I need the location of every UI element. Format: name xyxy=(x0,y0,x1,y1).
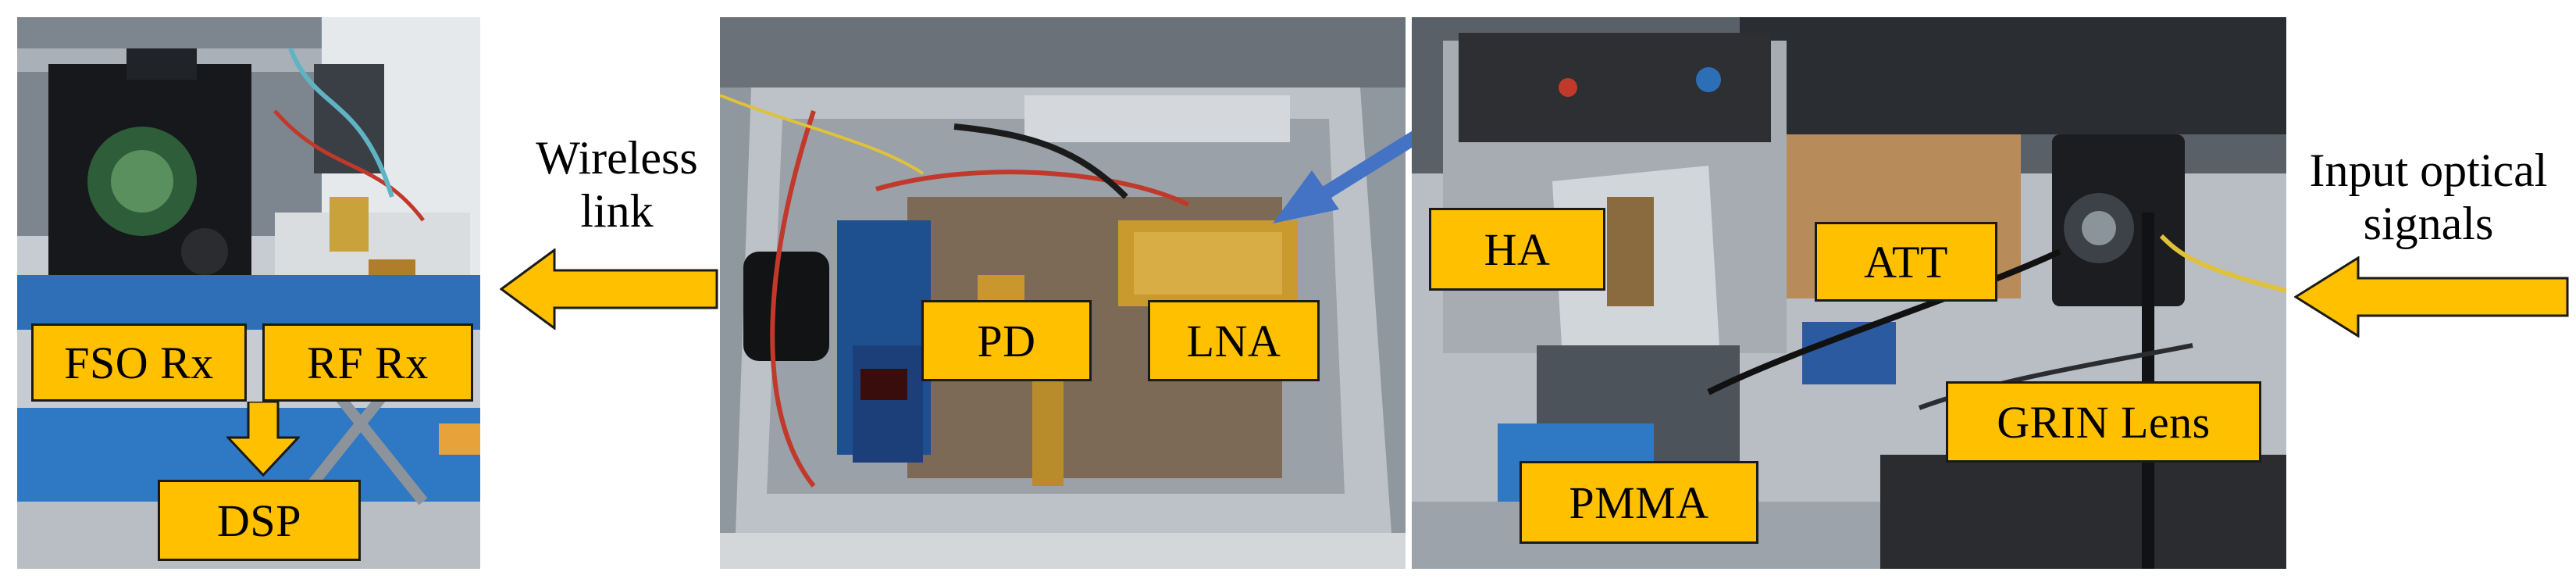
grin-lens-label: GRIN Lens xyxy=(1946,381,2261,463)
input-optical-signals-caption: Input optical signals xyxy=(2288,144,2569,250)
photo-photodetector-box xyxy=(720,17,1406,569)
wireless-link-line-1: Wireless xyxy=(536,132,698,184)
pmma-label: PMMA xyxy=(1520,461,1758,544)
ha-label: HA xyxy=(1429,208,1605,291)
down-arrow-to-dsp xyxy=(226,402,300,477)
input-optical-signals-line-1: Input optical xyxy=(2309,145,2548,196)
left-arrow-wireless-link xyxy=(500,248,718,330)
photo-transmitter-setup xyxy=(1412,17,2286,569)
lna-label: LNA xyxy=(1148,300,1320,381)
dsp-label: DSP xyxy=(158,480,361,561)
pd-label: PD xyxy=(921,300,1092,381)
wireless-link-line-2: link xyxy=(580,185,654,237)
input-optical-signals-line-2: signals xyxy=(2363,198,2494,249)
photo-receiver-setup xyxy=(17,17,480,569)
left-arrow-input-optical-signals xyxy=(2294,256,2569,338)
wireless-link-caption: Wireless link xyxy=(500,131,734,238)
rf-rx-label: RF Rx xyxy=(262,323,473,402)
fso-rx-label: FSO Rx xyxy=(31,323,247,402)
att-label: ATT xyxy=(1815,222,1997,302)
